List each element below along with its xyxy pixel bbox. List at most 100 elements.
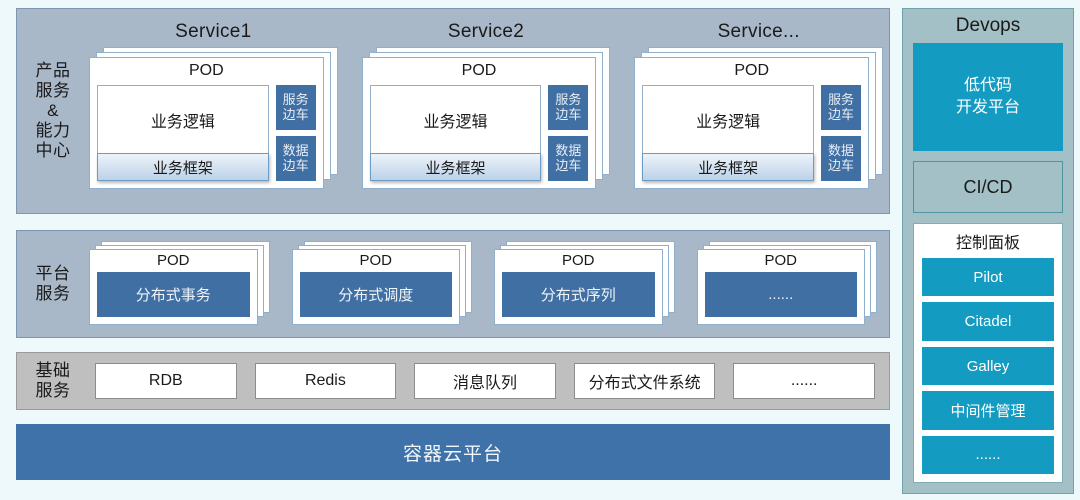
band-basic-services: 基础 服务 RDB Redis 消息队列 分布式文件系统 ...... bbox=[16, 352, 890, 410]
service-title: Service1 bbox=[175, 21, 252, 42]
band-platform-services: 平台 服务 POD 分布式事务 bbox=[16, 230, 890, 338]
pod-label: POD bbox=[359, 252, 392, 269]
sidecar-line: 服务 bbox=[282, 91, 309, 107]
band-label-line: 能力 bbox=[35, 121, 71, 141]
control-panel-item-galley[interactable]: Galley bbox=[922, 346, 1054, 386]
platform-service-name: 分布式事务 bbox=[97, 272, 250, 317]
sidecar-list: 服务 边车 数据 边车 bbox=[821, 85, 862, 181]
pod-card[interactable]: POD 业务逻辑 业务框架 服务 边车 bbox=[89, 57, 324, 189]
sidecar-line: 边车 bbox=[282, 106, 309, 122]
platform-services-body: POD 分布式事务 POD 分布式调度 bbox=[89, 231, 889, 337]
service-block[interactable]: Service1 POD 业务逻辑 业务框架 bbox=[89, 21, 338, 197]
platform-service-name: 分布式序列 bbox=[502, 272, 655, 317]
business-framework-box: 业务框架 bbox=[369, 153, 542, 181]
sidecar-list: 服务 边车 数据 边车 bbox=[548, 85, 589, 181]
pod-main: 业务逻辑 业务框架 bbox=[369, 85, 542, 181]
devops-panel: Devops 低代码 开发平台 CI/CD 控制面板 Pilot Citadel… bbox=[902, 8, 1074, 494]
band-label-basic-services: 基础 服务 bbox=[17, 353, 89, 409]
devops-title: Devops bbox=[955, 15, 1021, 36]
basic-service-item[interactable]: RDB bbox=[95, 363, 237, 399]
band-label-line: 产品 bbox=[35, 60, 71, 80]
sidecar-line: 边车 bbox=[555, 157, 582, 173]
basic-services-body: RDB Redis 消息队列 分布式文件系统 ...... bbox=[89, 353, 889, 409]
band-label-line: & bbox=[47, 100, 59, 120]
control-panel-item-middleware[interactable]: 中间件管理 bbox=[922, 391, 1054, 430]
platform-pod[interactable]: POD 分布式调度 bbox=[291, 241, 472, 325]
platform-pod[interactable]: POD ...... bbox=[696, 241, 877, 325]
lowcode-line: 低代码 bbox=[963, 77, 1012, 95]
pod-content: 业务逻辑 业务框架 服务 边车 bbox=[642, 85, 862, 181]
service-block[interactable]: Service2 POD 业务逻辑 业务框架 bbox=[361, 21, 611, 197]
pod-label: POD bbox=[561, 252, 595, 269]
service-sidecar[interactable]: 服务 边车 bbox=[548, 85, 589, 130]
control-panel-item-citadel[interactable]: Citadel bbox=[922, 302, 1054, 341]
control-panel-title: 控制面板 bbox=[955, 235, 1020, 252]
basic-service-item[interactable]: ...... bbox=[733, 363, 875, 399]
sidecar-line: 服务 bbox=[555, 91, 582, 107]
sidecar-line: 边车 bbox=[828, 157, 855, 173]
sidecar-line: 数据 bbox=[555, 142, 582, 158]
basic-service-list: RDB Redis 消息队列 分布式文件系统 ...... bbox=[89, 353, 889, 409]
container-cloud-platform-bar: 容器云平台 bbox=[16, 424, 890, 480]
pod-card[interactable]: POD 分布式序列 bbox=[494, 249, 663, 325]
pod-content: 业务逻辑 业务框架 服务 边车 bbox=[369, 85, 589, 181]
service-sidecar[interactable]: 服务 边车 bbox=[275, 85, 316, 130]
pod-main: 业务逻辑 业务框架 bbox=[97, 85, 269, 181]
platform-service-name: ...... bbox=[704, 272, 857, 317]
business-logic-box: 业务逻辑 bbox=[642, 85, 815, 153]
business-logic-box: 业务逻辑 bbox=[97, 85, 269, 153]
platform-pod[interactable]: POD 分布式事务 bbox=[89, 241, 270, 325]
pod-content: 业务逻辑 业务框架 服务 边车 bbox=[97, 85, 316, 181]
container-cloud-platform-label: 容器云平台 bbox=[402, 443, 503, 465]
sidecar-line: 边车 bbox=[828, 106, 855, 122]
pod-card[interactable]: POD 分布式调度 bbox=[292, 249, 461, 325]
service-title: Service2 bbox=[447, 21, 525, 42]
basic-service-item[interactable]: 消息队列 bbox=[414, 363, 556, 399]
band-label-platform-services: 平台 服务 bbox=[17, 231, 89, 337]
pod-label: POD bbox=[461, 62, 497, 79]
business-logic-box: 业务逻辑 bbox=[369, 85, 542, 153]
pod-label: POD bbox=[764, 252, 797, 269]
business-framework-box: 业务框架 bbox=[642, 153, 815, 181]
lowcode-platform-card[interactable]: 低代码 开发平台 bbox=[913, 43, 1063, 151]
pod-card[interactable]: POD 业务逻辑 业务框架 服务 边车 bbox=[362, 57, 597, 189]
sidecar-line: 服务 bbox=[828, 91, 855, 107]
sidecar-list: 服务 边车 数据 边车 bbox=[275, 85, 316, 181]
service-block[interactable]: Service... POD 业务逻辑 业务框架 bbox=[634, 21, 884, 197]
platform-service-name: 分布式调度 bbox=[299, 272, 452, 317]
sidecar-line: 数据 bbox=[282, 142, 309, 158]
service-title: Service... bbox=[717, 21, 800, 42]
data-sidecar[interactable]: 数据 边车 bbox=[275, 136, 316, 181]
service-sidecar[interactable]: 服务 边车 bbox=[821, 85, 862, 130]
pod-stack: POD 业务逻辑 业务框架 服务 边车 bbox=[634, 47, 884, 189]
pod-stack: POD 业务逻辑 业务框架 服务 边车 bbox=[89, 47, 338, 189]
cicd-card[interactable]: CI/CD bbox=[913, 161, 1063, 213]
control-panel-item-more[interactable]: ...... bbox=[922, 435, 1054, 475]
pod-card[interactable]: POD ...... bbox=[697, 249, 866, 325]
band-label-line: 中心 bbox=[35, 141, 71, 161]
platform-pod[interactable]: POD 分布式序列 bbox=[494, 241, 675, 325]
band-product-services: 产品 服务 & 能力 中心 Service1 bbox=[16, 8, 890, 214]
sidecar-line: 边车 bbox=[282, 157, 309, 173]
data-sidecar[interactable]: 数据 边车 bbox=[821, 136, 862, 181]
basic-service-item[interactable]: Redis bbox=[254, 363, 397, 399]
pod-main: 业务逻辑 业务框架 bbox=[642, 85, 815, 181]
sidecar-line: 边车 bbox=[555, 106, 582, 122]
pod-label: POD bbox=[734, 62, 770, 79]
business-framework-box: 业务框架 bbox=[97, 153, 269, 181]
control-panel-item-pilot[interactable]: Pilot bbox=[922, 258, 1054, 297]
band-label-product-services: 产品 服务 & 能力 中心 bbox=[17, 9, 89, 213]
band-label-line: 服务 bbox=[35, 284, 71, 303]
pod-stack: POD 业务逻辑 业务框架 服务 边车 bbox=[361, 47, 611, 189]
main-architecture-column: 产品 服务 & 能力 中心 Service1 bbox=[16, 8, 890, 494]
product-services-body: Service1 POD 业务逻辑 业务框架 bbox=[89, 9, 889, 213]
pod-card[interactable]: POD 业务逻辑 业务框架 服务 边车 bbox=[634, 57, 869, 189]
pod-label: POD bbox=[189, 62, 224, 79]
data-sidecar[interactable]: 数据 边车 bbox=[548, 136, 589, 181]
service-list: Service1 POD 业务逻辑 业务框架 bbox=[89, 9, 889, 213]
basic-service-item[interactable]: 分布式文件系统 bbox=[573, 363, 716, 399]
pod-label: POD bbox=[156, 252, 190, 269]
sidecar-line: 数据 bbox=[828, 142, 855, 158]
pod-card[interactable]: POD 分布式事务 bbox=[89, 249, 258, 325]
